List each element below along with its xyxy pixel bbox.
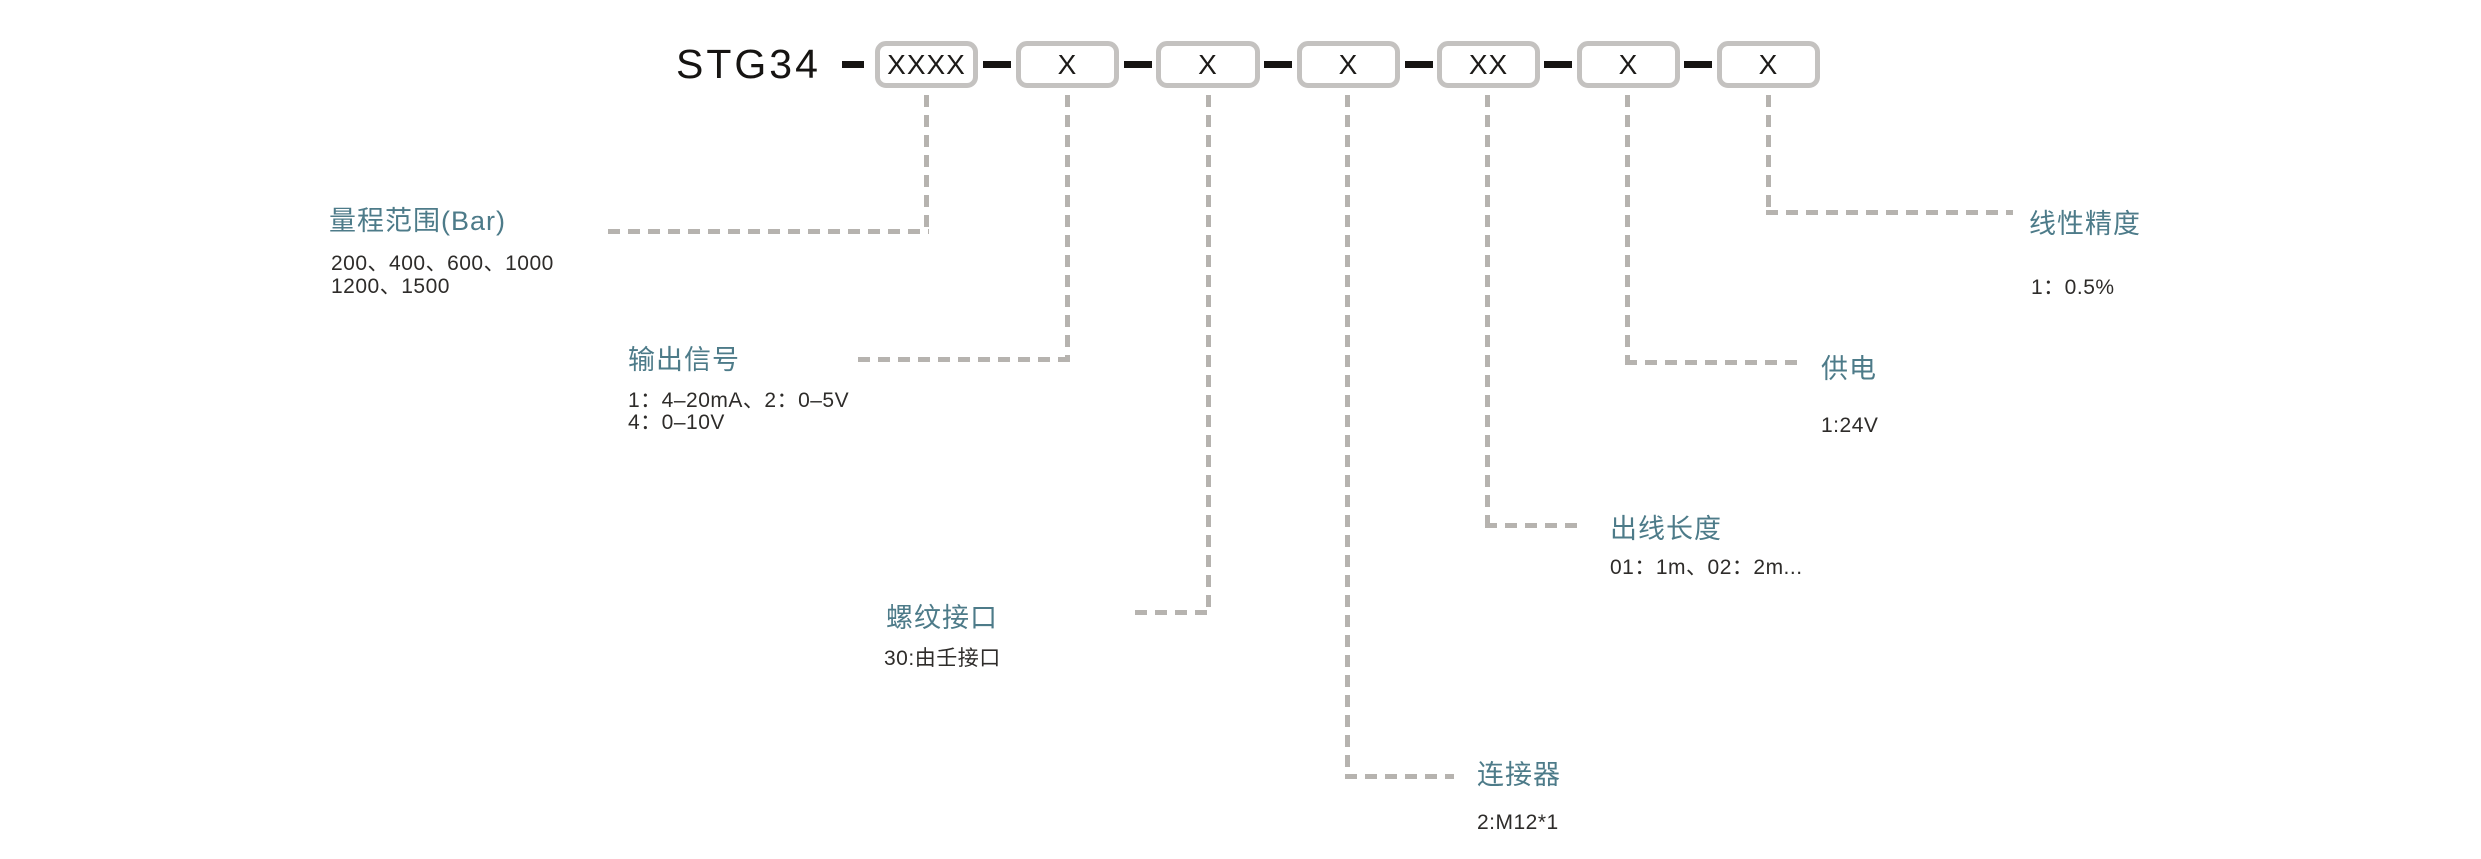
code-box-4: X <box>1297 41 1400 88</box>
code-separator-dash <box>1264 61 1292 68</box>
connector-horizontal-linearity <box>1766 210 2013 215</box>
connector-vertical-power-supply <box>1625 95 1630 365</box>
field-desc-range-line2: 1200、1500 <box>331 275 450 298</box>
field-desc-cable-length: 01：1m、02：2m... <box>1610 556 1803 579</box>
field-label-linearity: 线性精度 <box>2029 209 2141 239</box>
code-separator-dash <box>842 61 864 68</box>
connector-vertical-range <box>924 95 929 234</box>
code-box-5: XX <box>1437 41 1540 88</box>
field-label-range: 量程范围(Bar) <box>329 206 506 236</box>
connector-horizontal-range <box>608 229 929 234</box>
model-number: STG34 <box>676 41 821 87</box>
code-box-text: X <box>1057 48 1078 80</box>
field-label-thread-interface: 螺纹接口 <box>886 603 998 633</box>
field-desc-output-signal-line1: 1：4–20mA、2：0–5V <box>628 389 850 412</box>
field-desc-thread-interface: 30:由壬接口 <box>884 647 1001 670</box>
code-box-2: X <box>1016 41 1119 88</box>
field-label-output-signal: 输出信号 <box>628 345 740 375</box>
field-label-cable-length: 出线长度 <box>1610 514 1722 544</box>
code-box-text: X <box>1618 48 1639 80</box>
connector-horizontal-output-signal <box>858 357 1070 362</box>
field-desc-range-line1: 200、400、600、1000 <box>331 252 554 275</box>
connector-vertical-cable-length <box>1485 95 1490 528</box>
field-desc-output-signal-line2: 4：0–10V <box>628 411 725 434</box>
connector-vertical-output-signal <box>1065 95 1070 362</box>
code-separator-dash <box>983 61 1011 68</box>
code-separator-dash <box>1405 61 1433 68</box>
code-separator-dash <box>1544 61 1572 68</box>
connector-vertical-connector <box>1345 95 1350 779</box>
field-desc-connector: 2:M12*1 <box>1477 811 1559 834</box>
field-desc-linearity: 1：0.5% <box>2031 276 2115 299</box>
connector-horizontal-cable-length <box>1485 523 1584 528</box>
field-desc-power-supply: 1:24V <box>1821 414 1879 437</box>
connector-horizontal-power-supply <box>1625 360 1801 365</box>
code-box-text: XX <box>1468 48 1509 80</box>
code-separator-dash <box>1684 61 1712 68</box>
code-box-3: X <box>1156 41 1260 88</box>
code-separator-dash <box>1124 61 1152 68</box>
connector-horizontal-thread-interface <box>1135 610 1211 615</box>
code-box-text: XXXX <box>887 48 966 80</box>
code-box-text: X <box>1338 48 1359 80</box>
code-box-text: X <box>1758 48 1779 80</box>
code-box-7: X <box>1717 41 1820 88</box>
connector-vertical-linearity <box>1766 95 1771 215</box>
connector-vertical-thread-interface <box>1206 95 1211 615</box>
connector-horizontal-connector <box>1345 774 1454 779</box>
code-box-1: XXXX <box>875 41 978 88</box>
code-box-6: X <box>1577 41 1680 88</box>
code-box-text: X <box>1198 48 1218 80</box>
field-label-power-supply: 供电 <box>1821 354 1877 384</box>
field-label-connector: 连接器 <box>1477 760 1561 790</box>
